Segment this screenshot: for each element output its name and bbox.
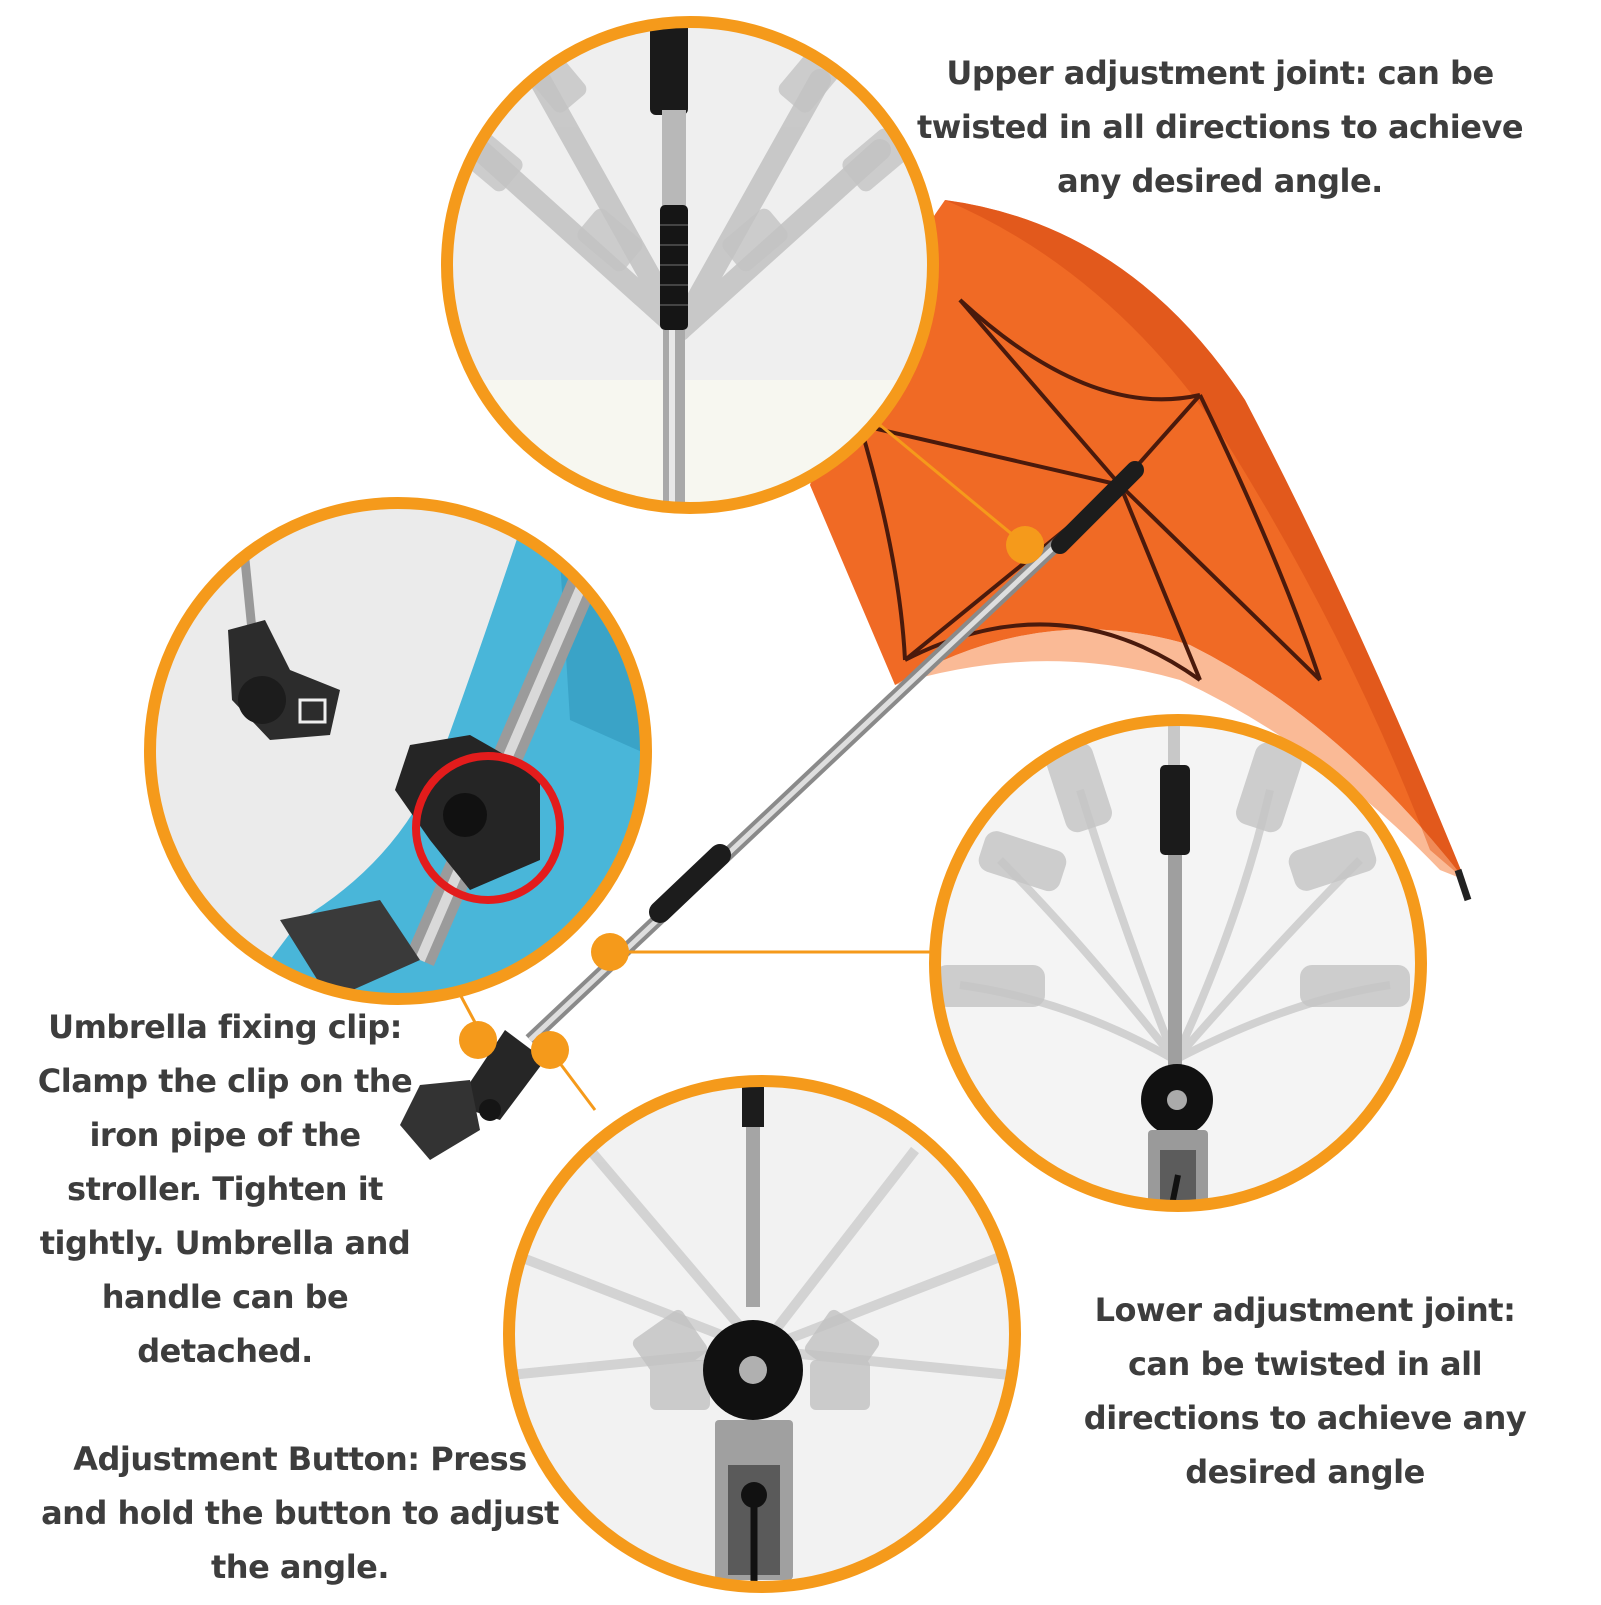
orange-dot-icon — [1006, 526, 1044, 564]
upper-joint-callout: Upper adjustment joint: can be twisted i… — [916, 54, 1524, 200]
lower-joint-closeup — [929, 714, 1427, 1212]
fixing-clip — [400, 1030, 545, 1160]
orange-dot-icon — [531, 1031, 569, 1069]
adjustment-button-callout: Adjustment Button: Press and hold the bu… — [41, 1440, 559, 1586]
button-closeup — [503, 1075, 1021, 1593]
lower-joint-callout: Lower adjustment joint: can be twisted i… — [1083, 1291, 1527, 1491]
fixing-clip-callout: Umbrella fixing clip: Clamp the clip on … — [37, 1008, 413, 1370]
orange-dot-icon — [591, 933, 629, 971]
orange-dot-icon — [459, 1021, 497, 1059]
clip-closeup — [144, 497, 652, 1005]
